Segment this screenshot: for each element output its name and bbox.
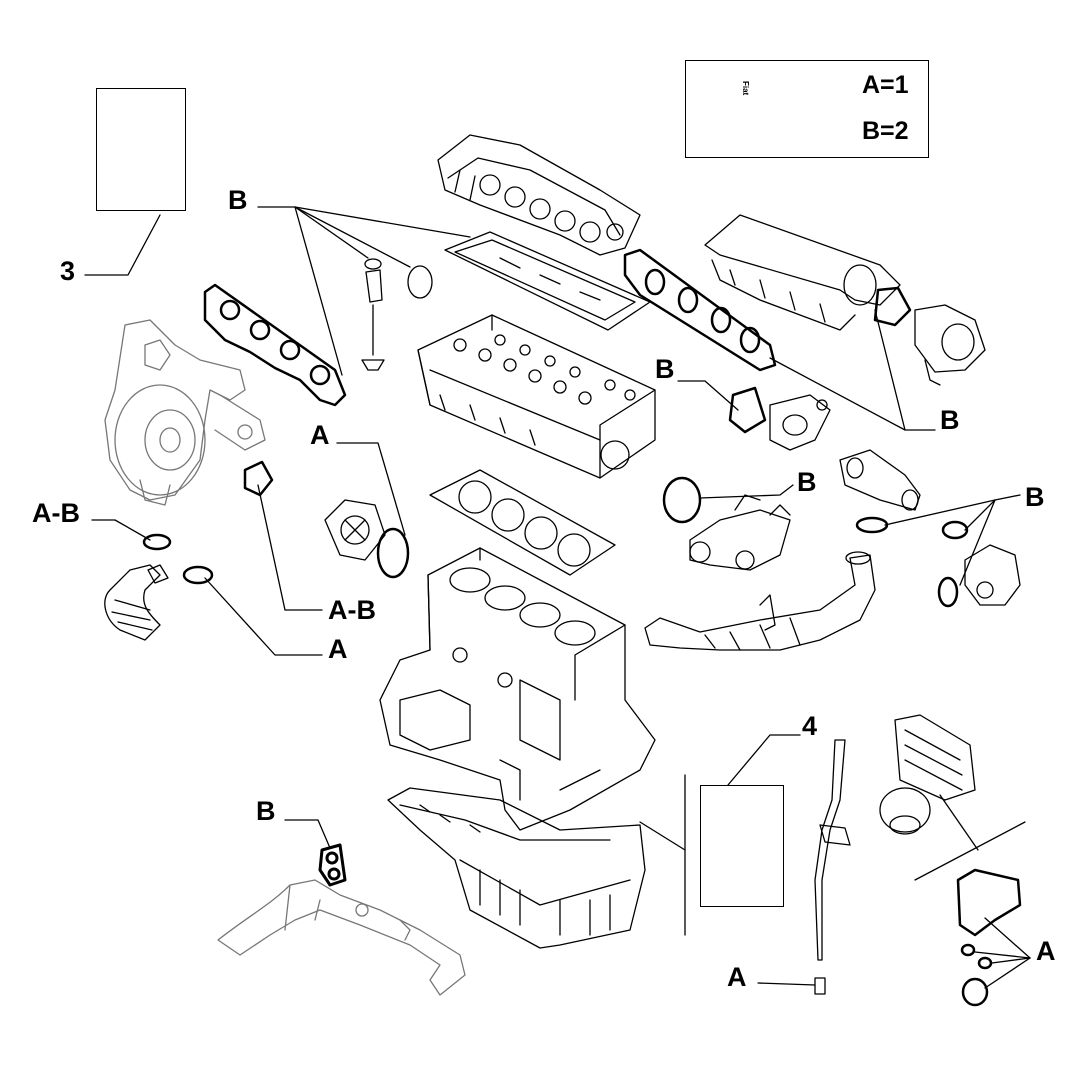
valve-assembly	[361, 258, 433, 371]
exhaust-manifold-gasket	[203, 283, 347, 407]
throttle-body	[873, 286, 986, 386]
callout-kit-4: 4	[802, 711, 818, 741]
turbo-oil-pipe	[104, 533, 214, 641]
callout-kit-3: 3	[60, 256, 76, 286]
vacuum-pump	[728, 386, 831, 451]
egr-pipe	[644, 551, 876, 651]
callout-b-intake-right: B	[940, 405, 960, 435]
callout-a-b-center: A-B	[328, 595, 376, 625]
kit-4-box	[700, 785, 784, 907]
dipstick	[814, 739, 851, 995]
sealant-tube-icon	[109, 97, 778, 891]
callout-b-water-pump: B	[655, 354, 675, 384]
callout-a-oil-cooler: A	[1036, 936, 1056, 966]
legend-entry-b: B=2	[862, 117, 909, 145]
oil-cooler	[879, 714, 976, 835]
camshaft-carrier	[437, 134, 641, 256]
engine-block	[379, 547, 656, 831]
turbocharger	[104, 319, 266, 506]
oil-cooler-gaskets	[956, 868, 1022, 1007]
callout-a-b-left: A-B	[32, 498, 80, 528]
oil-sump	[387, 787, 646, 949]
callout-b-thermostat: B	[797, 467, 817, 497]
coolant-pipe-gasket	[318, 843, 347, 887]
leader-lines	[84, 206, 1031, 989]
head-gasket	[429, 469, 616, 576]
cylinder-head	[417, 314, 656, 479]
callout-b-coolant-pipe: B	[256, 796, 276, 826]
callout-a-turbo-pipe: A	[328, 634, 348, 664]
egr-valve	[839, 449, 1021, 608]
callout-a-dipstick: A	[727, 962, 747, 992]
coolant-pipe	[217, 879, 466, 996]
legend-box: A=1 B=2 Fiat	[685, 60, 929, 158]
callout-b-top: B	[228, 185, 248, 215]
turbo-side-gasket	[243, 460, 274, 497]
legend-can-label: Fiat	[741, 81, 750, 96]
intake-manifold	[704, 214, 901, 331]
callout-b-egr-right: B	[1025, 482, 1045, 512]
kit-3-box	[96, 88, 186, 211]
intake-manifold-gasket	[623, 248, 777, 372]
legend-entry-a: A=1	[862, 71, 909, 99]
thermostat-housing	[662, 476, 791, 571]
water-pump	[324, 499, 410, 579]
cam-cover-gasket	[444, 231, 651, 331]
callout-a-water-pump: A	[310, 420, 330, 450]
